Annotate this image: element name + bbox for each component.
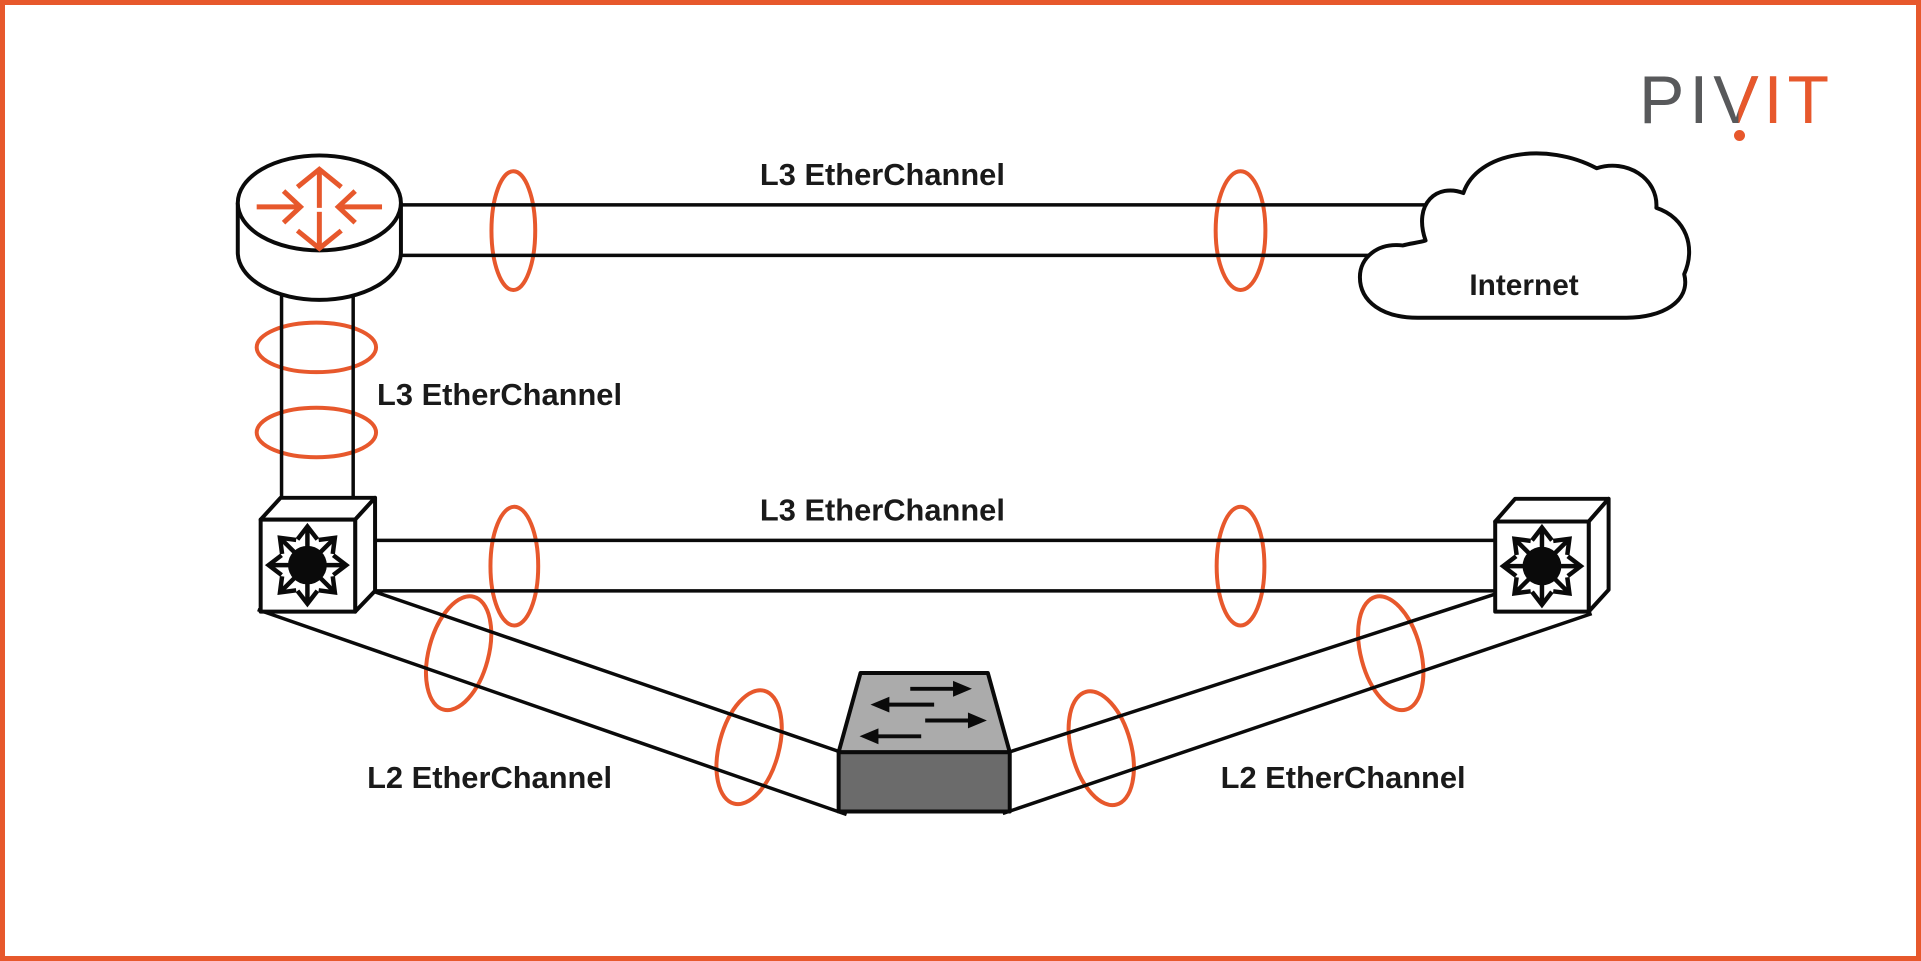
l2-etherchannel-link-left <box>257 588 848 817</box>
label-uplink: L3 EtherChannel <box>377 377 622 412</box>
label-right-access-link: L2 EtherChannel <box>1221 760 1466 795</box>
logo-text-it: IT <box>1763 62 1835 138</box>
label-top-link: L3 EtherChannel <box>760 157 1005 192</box>
l2-etherchannel-link-right <box>1002 590 1593 816</box>
l3-etherchannel-link-top <box>398 203 1453 258</box>
bundle-ellipse <box>254 405 379 460</box>
l3-etherchannel-link-core <box>361 538 1506 593</box>
bundle-ellipse <box>714 688 784 807</box>
bundle-ellipse <box>1356 594 1426 713</box>
label-core-link: L3 EtherChannel <box>760 493 1005 528</box>
l2-switch-icon <box>836 670 1012 814</box>
bundle-ellipse <box>424 594 494 713</box>
bundle-ellipse <box>1066 689 1136 808</box>
label-left-access-link: L2 EtherChannel <box>367 760 612 795</box>
router-icon <box>235 153 403 302</box>
logo-text-pi: PI <box>1639 62 1714 138</box>
logo-v-orange: V <box>1713 62 1764 138</box>
pivit-logo: PI V V IT <box>1639 61 1835 142</box>
l2-switch-arrows-icon <box>859 680 987 745</box>
bundle-ellipse <box>1214 504 1267 628</box>
router-arrows-icon <box>256 166 383 252</box>
bundle-ellipse <box>488 504 541 628</box>
l3-etherchannel-uplink <box>279 272 355 512</box>
cloud-label: Internet <box>1469 269 1578 302</box>
bundle-ellipse <box>489 169 538 292</box>
logo-letter-v: V V <box>1713 61 1764 142</box>
internet-cloud-icon: Internet <box>1357 151 1692 320</box>
bundle-ellipse <box>1213 169 1268 292</box>
network-diagram: Internet L3 EtherChannel L3 EtherChannel… <box>235 151 1692 817</box>
multilayer-switch-icon-right <box>1493 496 1611 614</box>
etherchannel-bundle-ellipses <box>254 169 1426 808</box>
logo-v-gray: V <box>1713 62 1764 138</box>
bundle-ellipse <box>254 320 379 375</box>
multilayer-switch-icon-left <box>258 495 378 614</box>
logo-dot-icon <box>1734 130 1746 142</box>
